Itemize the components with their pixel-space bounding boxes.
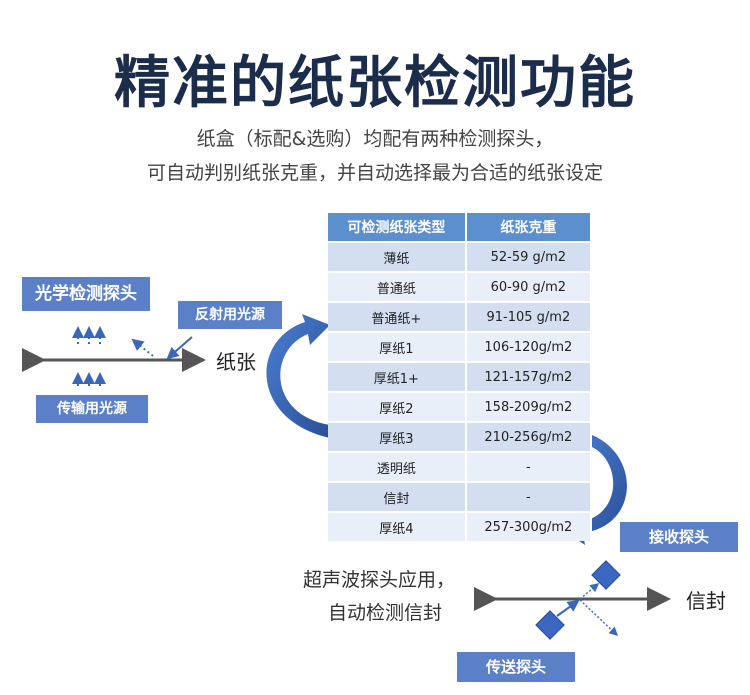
optical-probe-label: 光学检测探头: [22, 277, 150, 311]
paper-weight-cell: -: [465, 481, 593, 512]
paper-type-cell: 透明纸: [328, 451, 467, 482]
ultrasonic-desc-line-1: 超声波探头应用，: [303, 569, 456, 591]
page-title: 精准的纸张检测功能: [114, 51, 636, 116]
paper-type-cell: 厚纸2: [328, 391, 467, 422]
paper-weight-cell: 210-256g/m2: [465, 421, 593, 452]
receive-probe-icon: [591, 560, 621, 590]
paper-type-cell: 普通纸+: [328, 301, 467, 332]
paper-weight-cell: 158-209g/m2: [465, 391, 593, 422]
reflect-source-label: 反射用光源: [178, 301, 282, 329]
paper-weight-cell: 257-300g/m2: [465, 511, 593, 541]
table-row: 厚纸1+121-157g/m2: [328, 361, 593, 392]
table-row: 透明纸-: [328, 451, 593, 482]
transmit-source-label: 传输用光源: [36, 395, 148, 423]
paper-type-cell: 薄纸: [328, 241, 467, 272]
paper-weight-cell: 106-120g/m2: [465, 331, 593, 362]
reflect-in-arrow: [166, 336, 193, 360]
curved-arrow-left: [266, 314, 330, 438]
paper-type-cell: 厚纸1: [328, 331, 467, 362]
paper-weight-cell: 121-157g/m2: [465, 361, 593, 392]
reflect-out-arrow: [131, 338, 154, 357]
detect-arrows-icon: [72, 326, 106, 344]
paper-type-cell: 普通纸: [328, 271, 467, 302]
paper-type-cell: 厚纸3: [328, 421, 467, 452]
transmit-arrows-icon: [72, 372, 106, 386]
ultrasonic-desc-line-2: 自动检测信封: [328, 602, 443, 624]
paper-type-cell: 信封: [328, 481, 467, 512]
paper-weight-cell: 60-90 g/m2: [465, 271, 593, 302]
subtitle-line-2: 可自动判别纸张克重，并自动选择最为合适的纸张设定: [146, 162, 603, 184]
paper-weight-cell: 52-59 g/m2: [465, 241, 593, 272]
send-probe-label: 传送探头: [457, 652, 575, 682]
table-header-weight: 纸张克重: [465, 213, 593, 242]
paper-type-cell: 厚纸1+: [328, 361, 467, 392]
table-row: 普通纸+91-105 g/m2: [328, 301, 593, 332]
table-header-type: 可检测纸张类型: [328, 213, 467, 242]
paper-weight-cell: 91-105 g/m2: [465, 301, 593, 332]
paper-type-cell: 厚纸4: [328, 511, 467, 541]
table-row: 信封-: [328, 481, 593, 512]
envelope-label: 信封: [686, 589, 726, 613]
send-probe-icon: [535, 610, 565, 640]
paper-label: 纸张: [216, 350, 256, 374]
receive-probe-label: 接收探头: [620, 522, 738, 552]
paper-weight-cell: -: [465, 451, 593, 482]
subtitle-line-1: 纸盒（标配&选购）均配有两种检测探头，: [196, 128, 554, 150]
